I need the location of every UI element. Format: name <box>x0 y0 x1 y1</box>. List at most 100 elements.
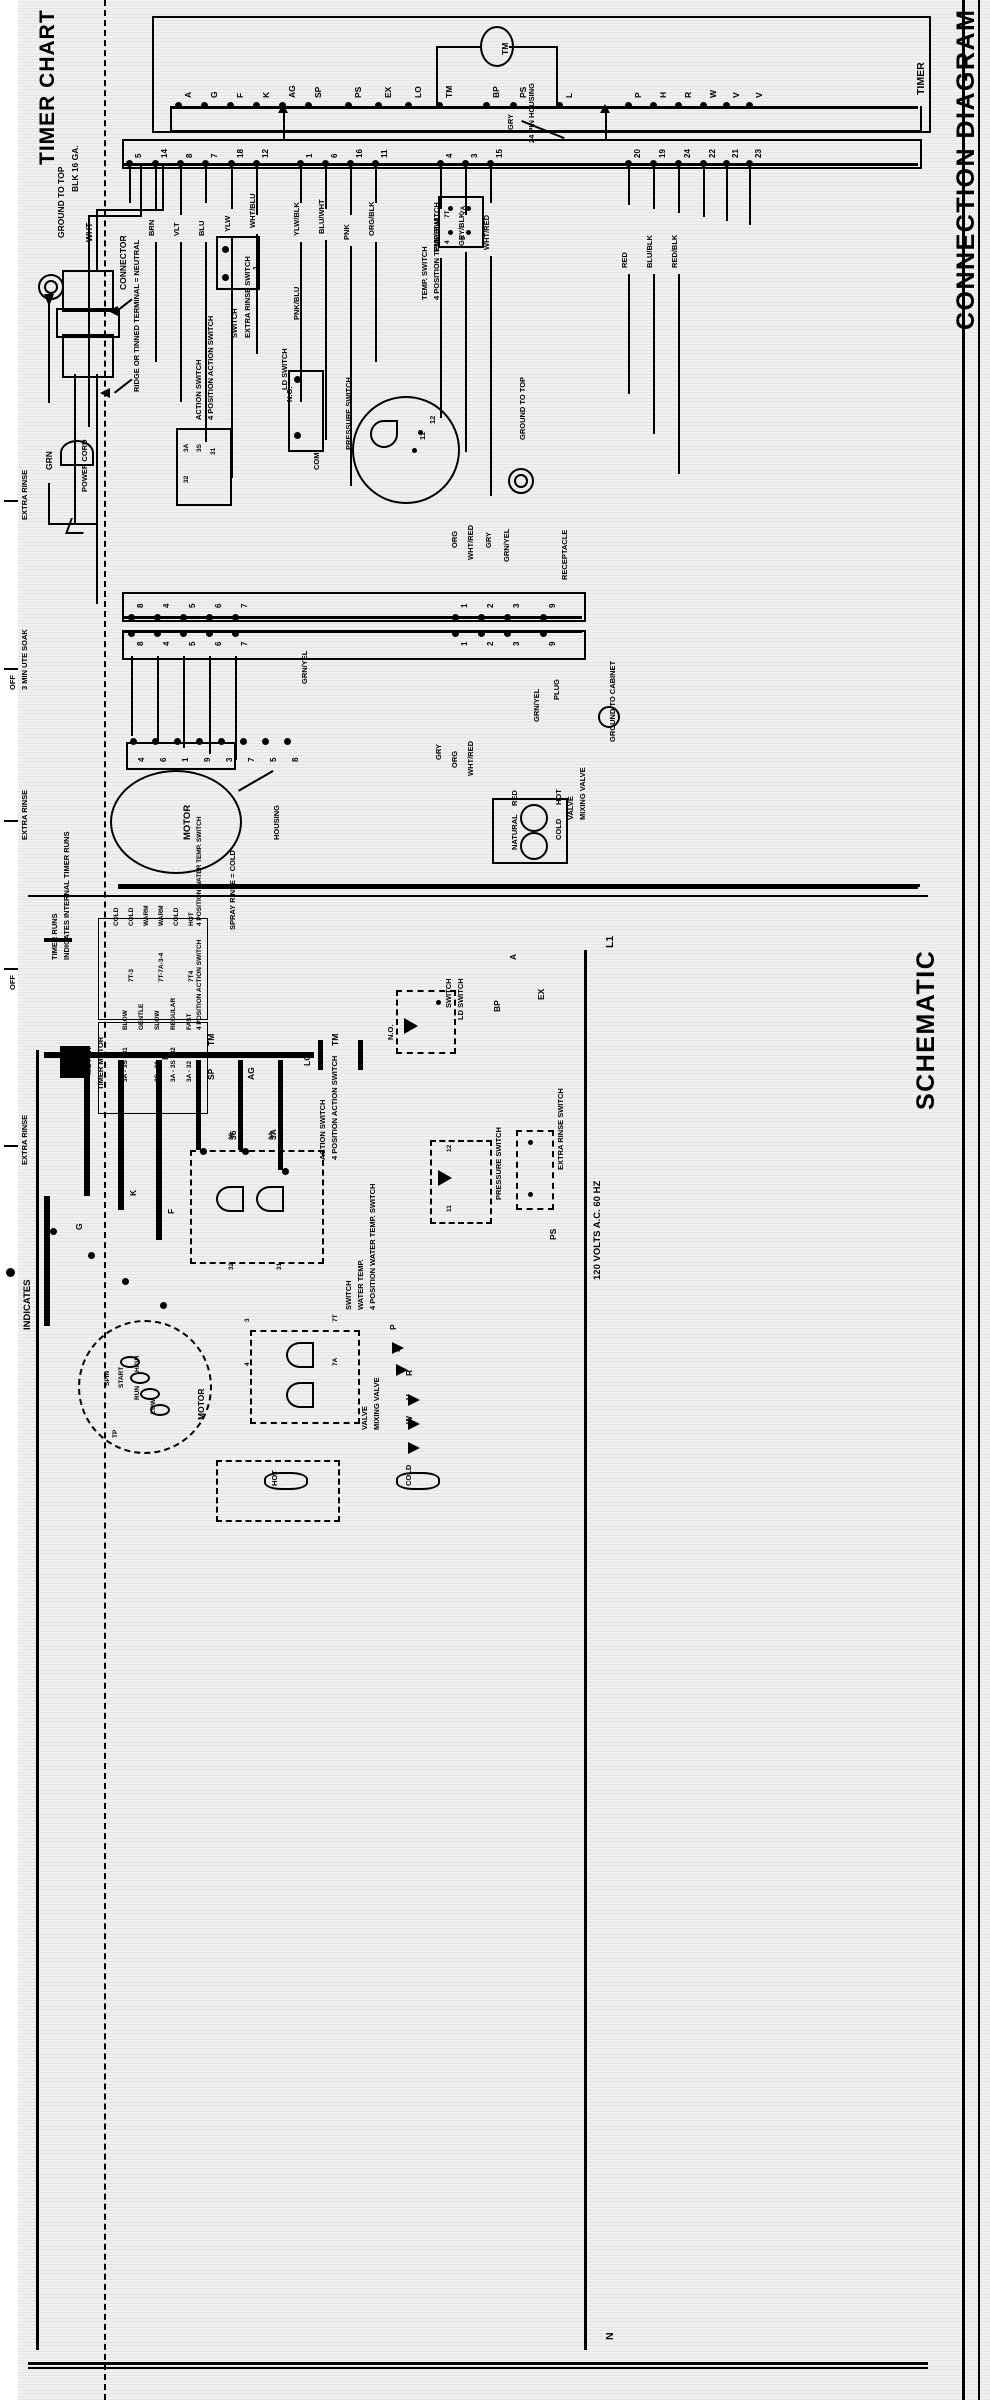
housing-pin-21: 21 <box>731 149 740 158</box>
timer-chart-title: TIMER CHART <box>36 9 59 165</box>
housing-pin-4: 4 <box>445 153 454 158</box>
connector-pin-dot <box>206 630 213 637</box>
schematic-terminal-AG-13: AG <box>246 1067 256 1080</box>
wire-label-RED-BLK: RED/BLK <box>670 234 679 268</box>
housing-pin-dot <box>202 160 209 167</box>
action-switch-box <box>176 428 232 506</box>
timer-terminal-SP: SP <box>313 86 323 98</box>
schematic-junction-dot <box>88 1252 95 1259</box>
connector-pin-9: 9 <box>548 641 557 646</box>
housing-pin-7: 7 <box>210 153 219 158</box>
timer-terminal-L: L <box>564 92 574 98</box>
connector-pin-dot <box>540 614 547 621</box>
connector-pin-dot <box>504 614 511 621</box>
receptacle-label: RECEPTACLE <box>560 529 569 580</box>
water-temp-switch-schematic <box>250 1330 360 1424</box>
temp-term-3: 3 <box>460 236 467 240</box>
timer-terminal-dot <box>227 102 234 109</box>
timer-chart-divider <box>104 0 106 2400</box>
housing-pin-lead <box>375 165 377 203</box>
schematic-terminal-TM-15: TM <box>330 1033 340 1046</box>
action-switch-label-s2: ACTION SWITCH <box>318 1099 327 1160</box>
sch-term-31: 31 <box>276 1262 283 1270</box>
housing-pin-dot <box>322 160 329 167</box>
timer-motor-symbol: TM <box>500 42 510 55</box>
connector-pin-dot <box>154 630 161 637</box>
action-table-title: 4 POSITION ACTION SWITCH <box>196 939 203 1030</box>
plug-lead <box>131 656 133 736</box>
water-temp-table <box>98 918 208 1020</box>
motor-pin-3: 3 <box>225 757 234 762</box>
ground-to-top-2: GROUND TO TOP <box>518 376 527 440</box>
water-temp-row-setting-4: COLD <box>128 907 135 926</box>
ld-switch-box <box>288 370 324 452</box>
grn-yel-label: GRN/YEL <box>502 528 511 562</box>
water-temp-row-setting-5: COLD <box>113 907 120 926</box>
water-temp-label-s: 4 POSITION WATER TEMP. SWITCH <box>368 1183 377 1310</box>
wire-lead <box>440 258 442 418</box>
connector-pin-dot <box>504 630 511 637</box>
page-right-rule2 <box>978 0 980 2400</box>
housing-pin-16: 16 <box>355 149 364 158</box>
temp-switch-box <box>438 196 484 248</box>
timer-terminal-F: F <box>235 92 245 98</box>
connector-pin-6: 6 <box>214 603 223 608</box>
wire-lead <box>180 242 182 402</box>
sch-term-32: 32 <box>228 1262 235 1270</box>
connector-pin-dot <box>206 614 213 621</box>
connector-pin-8: 8 <box>136 641 145 646</box>
timer-terminal-R: R <box>683 91 693 98</box>
schematic-terminal-EX-2: EX <box>536 988 546 1000</box>
housing-pin-dot <box>462 160 469 167</box>
action-term-31: 31 <box>210 447 217 455</box>
motor-terminal-block <box>126 742 236 770</box>
schematic-motor-label: MOTOR <box>196 1388 206 1420</box>
wt-term-7T: 7T <box>332 1314 339 1322</box>
connection-diagram-frame <box>118 12 918 889</box>
schematic-mixing-valve <box>216 1460 340 1522</box>
schematic-terminal-G-11: G <box>74 1223 84 1230</box>
timer-terminal-dot <box>625 102 632 109</box>
mixing-valve-coil-hot <box>520 804 548 832</box>
motor-pin-dot <box>152 738 159 745</box>
motor-label: MOTOR <box>182 804 193 840</box>
action-row-setting-2: SLOW <box>154 1010 161 1031</box>
schematic-terminal-SP-14: SP <box>206 1068 216 1080</box>
action-switch-schematic <box>190 1150 324 1264</box>
housing-pin-lead <box>440 165 442 209</box>
timer-terminal-dot <box>650 102 657 109</box>
timer-chart-label-0: EXTRA RINSE <box>20 469 29 520</box>
connector-pin-6: 6 <box>214 641 223 646</box>
timer-terminal-A: A <box>183 91 193 98</box>
page-right-rule <box>962 0 965 2400</box>
connector-body-upper <box>62 270 114 312</box>
connector-body-lower <box>62 334 114 378</box>
timer-terminal-V: V <box>754 92 764 98</box>
schematic-terminal-TM-16: TM <box>206 1033 216 1046</box>
connector-pin-4: 4 <box>162 641 171 646</box>
housing-pin-1: 1 <box>305 153 314 158</box>
internal-note2: TIMER RUNS <box>50 913 59 960</box>
connector-pin-1: 1 <box>460 641 469 646</box>
org-label: ORG <box>450 530 459 548</box>
supply-label: 120 VOLTS A.C. 60 HZ <box>592 1180 603 1280</box>
motor-pin-dot <box>262 738 269 745</box>
schematic-motor <box>78 1320 212 1454</box>
gry-label-top: GRY <box>506 114 515 130</box>
wire-label-BLU-WHT: BLU/WHT <box>317 199 326 234</box>
wire-lead <box>205 242 207 442</box>
schematic-terminal-LO-12: LO <box>302 1054 312 1066</box>
connector-pin-dot <box>232 614 239 621</box>
housing-pin-dot <box>347 160 354 167</box>
pressure-switch-label-s: PRESSURE SWITCH <box>494 1127 503 1200</box>
mixing-valve-cold: COLD <box>554 818 563 840</box>
motor-pin-dot <box>240 738 247 745</box>
plug-lead <box>235 656 237 760</box>
water-temp-row-contacts-0: 7T4 <box>188 970 195 982</box>
pnk-blu-mid: PNK/BLU <box>292 286 301 320</box>
schematic-terminal-BP-1: BP <box>492 1000 502 1012</box>
timer-terminal-V: V <box>731 92 741 98</box>
motor-pin-6: 6 <box>159 757 168 762</box>
motor-pin-dot <box>218 738 225 745</box>
schematic-terminal-H-17: H <box>160 1053 170 1060</box>
